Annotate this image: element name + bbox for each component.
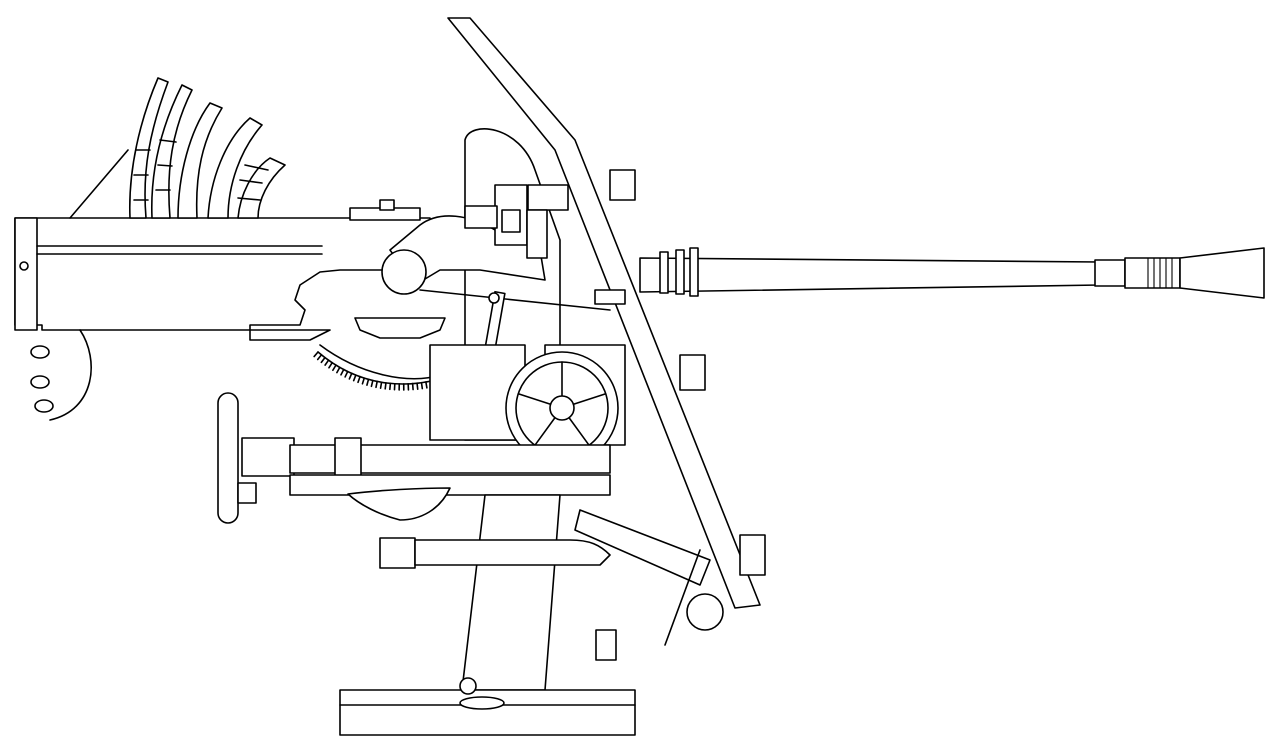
foot-pedal <box>347 487 451 521</box>
receiver <box>14 199 431 341</box>
cocking-rod <box>419 289 611 311</box>
elevation-handle <box>217 392 611 524</box>
sight-window <box>501 209 521 233</box>
rear-grips <box>30 329 92 421</box>
lower-shaft-cap <box>237 482 257 504</box>
cartridge-rims <box>133 139 269 201</box>
ammo-clip-1 <box>128 77 169 219</box>
lower-lever <box>414 539 611 566</box>
sight-eyepiece <box>464 205 498 229</box>
base-handle <box>459 696 505 710</box>
muzzle-ring <box>1094 259 1126 287</box>
receiver-end-plate <box>14 217 38 331</box>
gear-tooth <box>361 377 366 385</box>
linkage-pin-top <box>488 292 500 304</box>
ammo-clip-5 <box>237 157 286 219</box>
gear-tooth <box>389 382 392 391</box>
lower-lever-end <box>379 537 416 569</box>
gear-tooth <box>352 374 357 382</box>
shield-bracket-3 <box>739 534 766 576</box>
gear-tooth <box>425 381 428 389</box>
shield-plate <box>447 17 761 609</box>
barrel-collar-1 <box>689 247 699 297</box>
ammo-clip-4 <box>207 117 263 219</box>
gear-tooth <box>320 356 326 364</box>
gear-tooth <box>344 370 349 378</box>
base-ring <box>459 677 477 695</box>
counterweight <box>686 593 724 631</box>
gear-tooth <box>340 368 345 376</box>
brace-strut <box>574 509 711 586</box>
grip-curve <box>49 329 92 421</box>
ammo-magazine <box>69 77 286 219</box>
muzzle-knurling <box>1147 258 1173 288</box>
magazine-guide-rail <box>69 149 129 219</box>
gear-arc-inner <box>319 344 441 380</box>
gear-tooth <box>420 381 424 390</box>
gear-tooth <box>416 382 419 390</box>
handwheel-hub <box>549 395 575 421</box>
gear-tooth <box>316 354 323 361</box>
brace-rod <box>664 549 701 646</box>
barrel-tube <box>639 257 1101 293</box>
feed-guide-lug <box>379 199 395 211</box>
gear-tooth <box>328 361 334 369</box>
pivot-block <box>595 629 617 661</box>
shield-bracket-1 <box>609 169 636 201</box>
sight-mount <box>527 184 569 211</box>
gear-tooth <box>375 380 378 389</box>
gear-tooth <box>348 372 353 380</box>
barrel-collar-3 <box>659 251 669 294</box>
gun-shield <box>447 17 766 609</box>
handwheel-assembly <box>429 344 626 465</box>
shield-bracket-2 <box>679 354 706 391</box>
gear-tooth <box>324 359 330 366</box>
grip-knob-1 <box>30 345 50 359</box>
gear-tooth <box>379 381 383 389</box>
handle-hub <box>241 437 295 477</box>
barrel-collar-2 <box>675 249 685 295</box>
pedestal-column <box>461 494 561 691</box>
base-plate <box>339 689 636 736</box>
gear-tooth <box>370 379 374 388</box>
ammo-clip-3 <box>177 102 223 219</box>
gear-tooth <box>384 382 387 390</box>
grip-knob-2 <box>30 375 50 389</box>
barrel-mount-clamp <box>594 289 626 305</box>
trunnion <box>381 249 427 295</box>
gear-tooth <box>332 364 337 372</box>
gear-tooth <box>357 375 361 384</box>
grip-knob-3 <box>34 399 54 413</box>
receiver-body <box>14 217 431 341</box>
barrel <box>639 247 1265 299</box>
hand-wheel-grip <box>217 392 239 524</box>
flash-hider <box>1179 247 1265 299</box>
pedestal <box>339 494 724 736</box>
handle-collar <box>334 437 362 481</box>
gear-tooth <box>336 366 341 374</box>
elevation-sector <box>354 317 446 339</box>
sight-stem <box>526 209 548 259</box>
gear-tooth <box>366 378 370 386</box>
ammo-clip-2 <box>150 84 193 219</box>
lower-shaft <box>289 474 611 496</box>
gear-tooth <box>313 351 319 358</box>
receiver-bolt <box>19 261 29 271</box>
